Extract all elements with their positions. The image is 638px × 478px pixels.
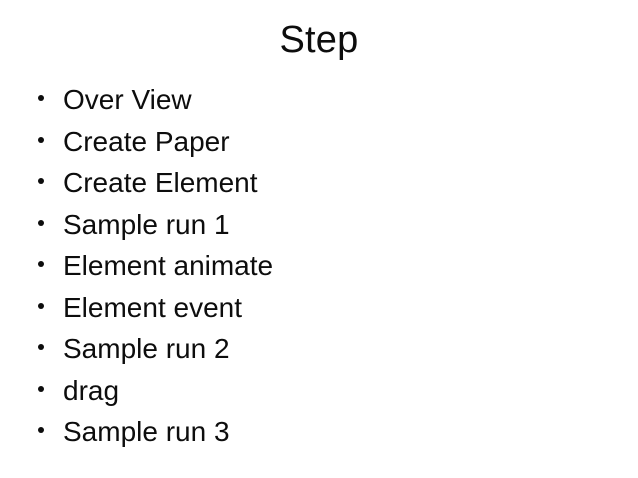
list-item[interactable]: Sample run 3 (0, 414, 638, 456)
list-item-label: drag (63, 374, 120, 406)
list-item[interactable]: Create Paper (0, 124, 638, 166)
list-item-label: Element event (63, 291, 242, 323)
list-item[interactable]: Over View (0, 82, 638, 124)
list-item[interactable]: drag (0, 373, 638, 415)
bullet-dot-icon (38, 178, 44, 184)
bullet-dot-icon (38, 427, 44, 433)
bullet-dot-icon (38, 136, 44, 143)
bullet-dot-icon (38, 95, 44, 101)
list-item[interactable]: Create Element (0, 165, 638, 207)
list-item[interactable]: Element event (0, 290, 638, 332)
page-title: Step (279, 19, 359, 61)
slide-bullet-list: Over View Create Paper Create Element Sa… (0, 82, 638, 456)
list-item-label: Sample run 3 (63, 416, 230, 447)
list-item-label: Create Paper (63, 125, 230, 157)
list-item-label: Sample run 1 (63, 208, 230, 240)
list-item[interactable]: Sample run 2 (0, 331, 638, 373)
list-item-label: Create Element (63, 167, 258, 198)
bullet-dot-icon (38, 219, 44, 226)
list-item[interactable]: Sample run 1 (0, 207, 638, 249)
bullet-dot-icon (38, 302, 44, 309)
bullet-dot-icon (38, 344, 44, 350)
list-item-label: Element animate (63, 250, 274, 281)
bullet-dot-icon (38, 261, 44, 267)
list-item-label: Over View (63, 84, 192, 115)
list-item-label: Sample run 2 (63, 333, 230, 364)
bullet-dot-icon (38, 385, 44, 392)
list-item[interactable]: Element animate (0, 248, 638, 290)
